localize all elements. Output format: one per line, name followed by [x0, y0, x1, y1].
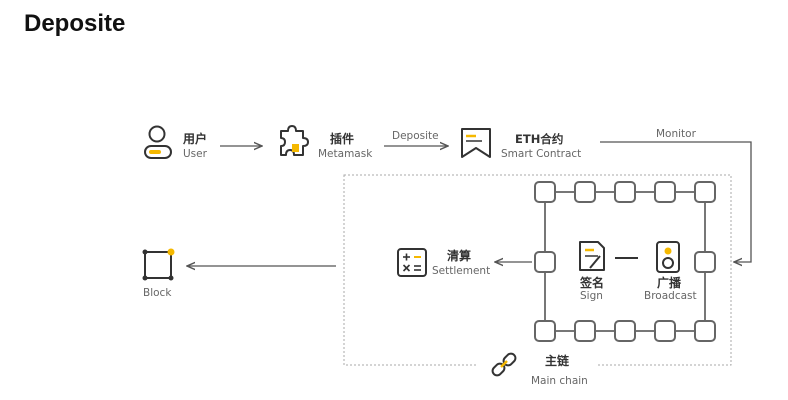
- chain-node: [614, 181, 636, 203]
- chain-node: [534, 320, 556, 342]
- settlement-node: 清算 Settlement: [397, 248, 490, 277]
- block-label: Block: [143, 287, 172, 299]
- puzzle-icon: [280, 125, 309, 156]
- settlement-label-cn: 清算: [447, 248, 471, 263]
- block-icon: [142, 248, 175, 281]
- contract-node: ETH合约 Smart Contract: [461, 128, 581, 160]
- chain-node: [694, 251, 716, 273]
- broadcast-node: 广播 Broadcast: [644, 241, 697, 302]
- chain-node: [694, 320, 716, 342]
- sign-document-icon: [579, 241, 605, 271]
- deposit-edge-label: Deposite: [392, 130, 439, 142]
- main-chain-label-cn: 主链: [545, 353, 570, 368]
- main-chain-node: 主链 Main chain: [491, 352, 588, 387]
- broadcast-label-cn: 广播: [657, 275, 682, 290]
- page-title: Deposite: [24, 10, 126, 37]
- metamask-label-cn: 插件: [330, 131, 354, 146]
- chain-node: [654, 181, 676, 203]
- chain-node: [694, 181, 716, 203]
- chain-ring: [544, 191, 706, 332]
- contract-label-cn: ETH合约: [515, 132, 563, 146]
- chain-node: [614, 320, 636, 342]
- metamask-node: 插件 Metamask: [280, 125, 373, 160]
- arrow-monitor: [600, 141, 752, 262]
- sign-node: 签名 Sign: [579, 241, 605, 302]
- chain-node: [574, 320, 596, 342]
- calculator-icon: [397, 248, 427, 277]
- sign-label-en: Sign: [580, 290, 603, 302]
- settlement-label-en: Settlement: [432, 265, 490, 277]
- user-node: 用户 User: [144, 125, 208, 160]
- block-node: Block: [142, 248, 175, 299]
- speaker-icon: [656, 241, 680, 273]
- user-label-en: User: [183, 148, 208, 160]
- chain-link-icon: [491, 352, 517, 377]
- chain-node: [574, 181, 596, 203]
- chain-node: [534, 181, 556, 203]
- monitor-edge-label: Monitor: [656, 128, 697, 140]
- main-chain-label-en: Main chain: [531, 375, 588, 387]
- chain-nodes: [534, 181, 716, 342]
- broadcast-label-en: Broadcast: [644, 290, 697, 302]
- sign-label-cn: 签名: [579, 275, 604, 290]
- chain-node: [534, 251, 556, 273]
- user-icon: [144, 125, 172, 159]
- contract-label-en: Smart Contract: [501, 148, 581, 160]
- ribbon-icon: [461, 128, 491, 158]
- metamask-label-en: Metamask: [318, 148, 373, 160]
- chain-node: [654, 320, 676, 342]
- main-chain-region: [343, 174, 732, 366]
- user-label-cn: 用户: [182, 131, 207, 146]
